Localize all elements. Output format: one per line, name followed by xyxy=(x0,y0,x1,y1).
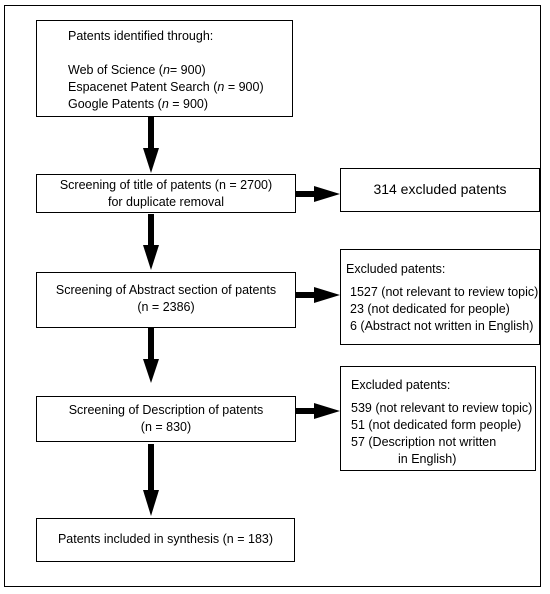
excluded-description-item-2: 51 (not dedicated form people) xyxy=(351,418,522,432)
screening-title-line1: Screening of title of patents (n = 2700) xyxy=(59,178,273,192)
excluded-title-text: 314 excluded patents xyxy=(373,181,507,197)
right-arrow-shaft-3 xyxy=(296,408,318,414)
excluded-description-heading: Excluded patents: xyxy=(351,378,451,392)
screening-description-line2: (n = 830) xyxy=(140,420,192,434)
right-arrow-head-1 xyxy=(314,186,340,202)
down-arrow-head-4 xyxy=(143,490,159,516)
down-arrow-head-3 xyxy=(143,359,159,383)
included-text: Patents included in synthesis (n = 183) xyxy=(57,532,274,546)
diagram-frame xyxy=(4,5,541,587)
identified-heading: Patents identified through: xyxy=(68,29,214,43)
excluded-description-item-1: 539 (not relevant to review topic) xyxy=(351,401,533,415)
excluded-abstract-heading: Excluded patents: xyxy=(346,262,446,276)
included-box: Patents included in synthesis (n = 183) xyxy=(36,518,295,562)
source-espacenet: Espacenet Patent Search (n = 900) xyxy=(68,80,264,94)
right-arrow-shaft-1 xyxy=(296,191,318,197)
excluded-description-item-3-cont: in English) xyxy=(398,452,457,466)
down-arrow-head-1 xyxy=(143,148,159,173)
right-arrow-head-3 xyxy=(314,403,340,419)
down-arrow-shaft-4 xyxy=(148,444,154,494)
source-google-patents: Google Patents (n = 900) xyxy=(68,97,209,111)
screening-title-box: Screening of title of patents (n = 2700)… xyxy=(36,174,296,213)
screening-description-box: Screening of Description of patents (n =… xyxy=(36,396,296,442)
screening-abstract-box: Screening of Abstract section of patents… xyxy=(36,272,296,328)
excluded-abstract-item-3: 6 (Abstract not written in English) xyxy=(350,319,534,333)
screening-title-line2: for duplicate removal xyxy=(107,195,225,209)
identified-box: Patents identified through: Web of Scien… xyxy=(36,20,293,117)
excluded-description-box: Excluded patents: 539 (not relevant to r… xyxy=(340,366,536,471)
excluded-abstract-box: Excluded patents: 1527 (not relevant to … xyxy=(340,249,540,345)
screening-description-line1: Screening of Description of patents xyxy=(68,403,264,417)
screening-abstract-line2: (n = 2386) xyxy=(137,300,195,314)
excluded-abstract-item-2: 23 (not dedicated for people) xyxy=(350,302,510,316)
screening-abstract-line1: Screening of Abstract section of patents xyxy=(55,283,277,297)
down-arrow-shaft-1 xyxy=(148,117,154,152)
excluded-description-item-3: 57 (Description not written xyxy=(351,435,497,449)
down-arrow-shaft-2 xyxy=(148,214,154,249)
right-arrow-shaft-2 xyxy=(296,292,318,298)
source-web-of-science: Web of Science (n= 900) xyxy=(68,63,206,77)
down-arrow-head-2 xyxy=(143,245,159,270)
excluded-title-box: 314 excluded patents xyxy=(340,168,540,212)
down-arrow-shaft-3 xyxy=(148,328,154,363)
right-arrow-head-2 xyxy=(314,287,340,303)
excluded-abstract-item-1: 1527 (not relevant to review topic) xyxy=(350,285,539,299)
